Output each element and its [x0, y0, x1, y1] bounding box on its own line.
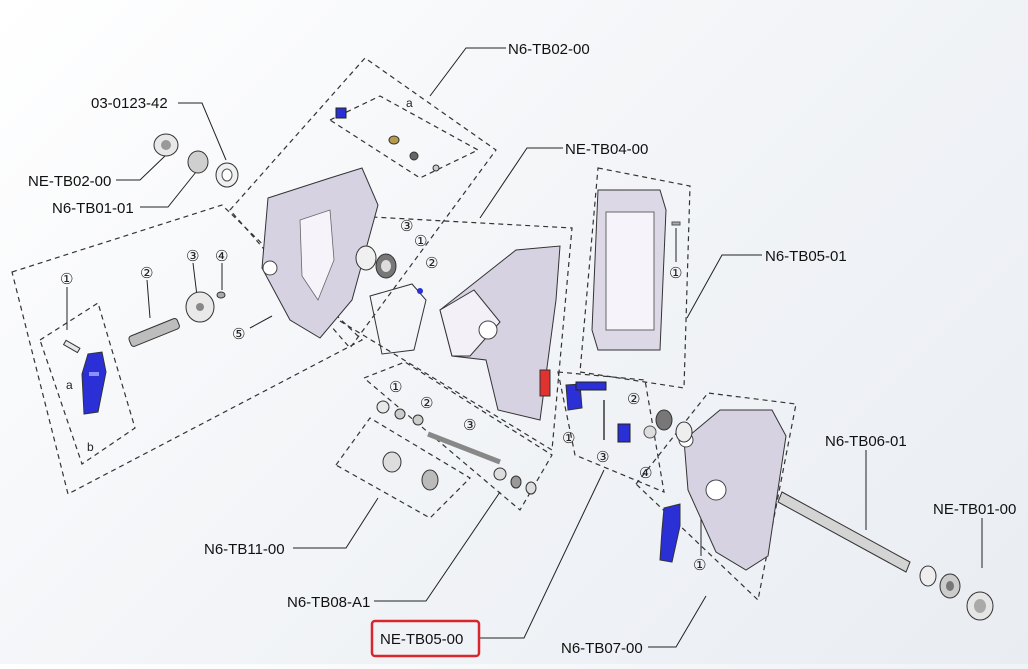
label-n6-tb07-00: N6-TB07-00 [561, 640, 643, 657]
marker-1-left: ① [60, 270, 73, 288]
marker-a-left: a [66, 378, 73, 392]
small-parts-a [335, 107, 440, 172]
leader-ne-tb05 [478, 469, 605, 639]
leader-left-3 [192, 262, 198, 297]
label-ne-tb05-00: NE-TB05-00 [380, 631, 463, 648]
leader-left-2 [146, 279, 151, 319]
highlight-box [370, 619, 481, 658]
label-ne-tb02-00: NE-TB02-00 [28, 173, 111, 190]
marker-3-tb04: ③ [400, 217, 413, 235]
washer-part [185, 291, 215, 323]
leader-n6-tb02 [429, 47, 506, 97]
leader-03-0123-42 [178, 102, 227, 161]
label-ne-tb01-00: NE-TB01-00 [933, 501, 1016, 518]
marker-3-tb05b: ③ [596, 448, 609, 466]
leader-ne-tb04 [479, 147, 563, 219]
label-n6-tb11-00: N6-TB11-00 [204, 541, 285, 558]
label-03-0123-42: 03-0123-42 [91, 95, 168, 112]
group-outline-n6-tb08 [362, 361, 553, 511]
latch-lever-blue [81, 351, 107, 415]
long-shaft-part [777, 491, 961, 599]
side-plate-part [678, 409, 787, 571]
group-outline-n6-tb11 [335, 417, 471, 519]
pin-part [62, 339, 81, 354]
main-body-part [439, 245, 561, 421]
marker-2-left: ② [140, 264, 153, 282]
frame-bracket-part [369, 283, 427, 355]
leader-n6-tb08 [374, 491, 501, 602]
marker-2-tb08: ② [420, 394, 433, 412]
ring-seal-part [355, 245, 397, 279]
marker-b-left: b [87, 440, 94, 454]
marker-1-tb04: ① [414, 232, 427, 250]
group-outline-ne-tb05 [557, 371, 665, 493]
small-screw-part [216, 291, 226, 299]
marker-3-tb08: ③ [463, 416, 476, 434]
leader-ne-tb02 [116, 154, 167, 181]
leader-n6-tb01 [140, 171, 197, 208]
marker-4-left: ④ [215, 247, 228, 265]
label-n6-tb02-00: N6-TB02-00 [508, 41, 590, 58]
group-outline-n6-tb05 [579, 167, 691, 389]
label-ne-tb04-00: NE-TB04-00 [565, 141, 648, 158]
group-outline-left [11, 204, 364, 495]
label-n6-tb08-a1: N6-TB08-A1 [287, 594, 370, 611]
shaft-part [128, 318, 180, 347]
label-n6-tb06-01: N6-TB06-01 [825, 433, 907, 450]
leader-n6-tb07 [648, 595, 707, 648]
mounting-bracket-part [261, 167, 379, 339]
leader-left-5 [249, 315, 273, 329]
marker-1-tb07: ① [693, 556, 706, 574]
blue-clip-part [565, 381, 657, 443]
latch-lever-blue-right [659, 503, 681, 563]
group-outline-ne-tb04 [334, 216, 573, 452]
label-n6-tb01-01: N6-TB01-01 [52, 200, 134, 217]
leader-n6-tb11 [293, 497, 379, 549]
marker-2-tb05b: ② [627, 390, 640, 408]
marker-1-tb05b: ① [562, 429, 575, 447]
washer-nut-part [187, 150, 239, 188]
nut-part [153, 133, 179, 157]
group-outline-n6-tb02-inner [328, 95, 480, 179]
marker-1-tb05: ① [669, 264, 682, 282]
marker-4-tb05b: ④ [639, 464, 652, 482]
hex-nut-part [966, 591, 994, 621]
bushing-part [382, 451, 439, 491]
group-outline-left-inner [39, 302, 136, 465]
rings-right [655, 409, 693, 443]
cover-part [591, 189, 681, 351]
leader-n6-tb05 [686, 254, 762, 319]
marker-a-top: a [406, 96, 413, 110]
label-n6-tb05-01: N6-TB05-01 [765, 248, 847, 265]
marker-3-left: ③ [186, 247, 199, 265]
marker-1-tb08: ① [389, 378, 402, 396]
group-outline-n6-tb07 [635, 392, 797, 602]
shaft-assembly-part [376, 400, 537, 495]
marker-5-left: ⑤ [232, 325, 245, 343]
marker-2-tb04: ② [425, 254, 438, 272]
